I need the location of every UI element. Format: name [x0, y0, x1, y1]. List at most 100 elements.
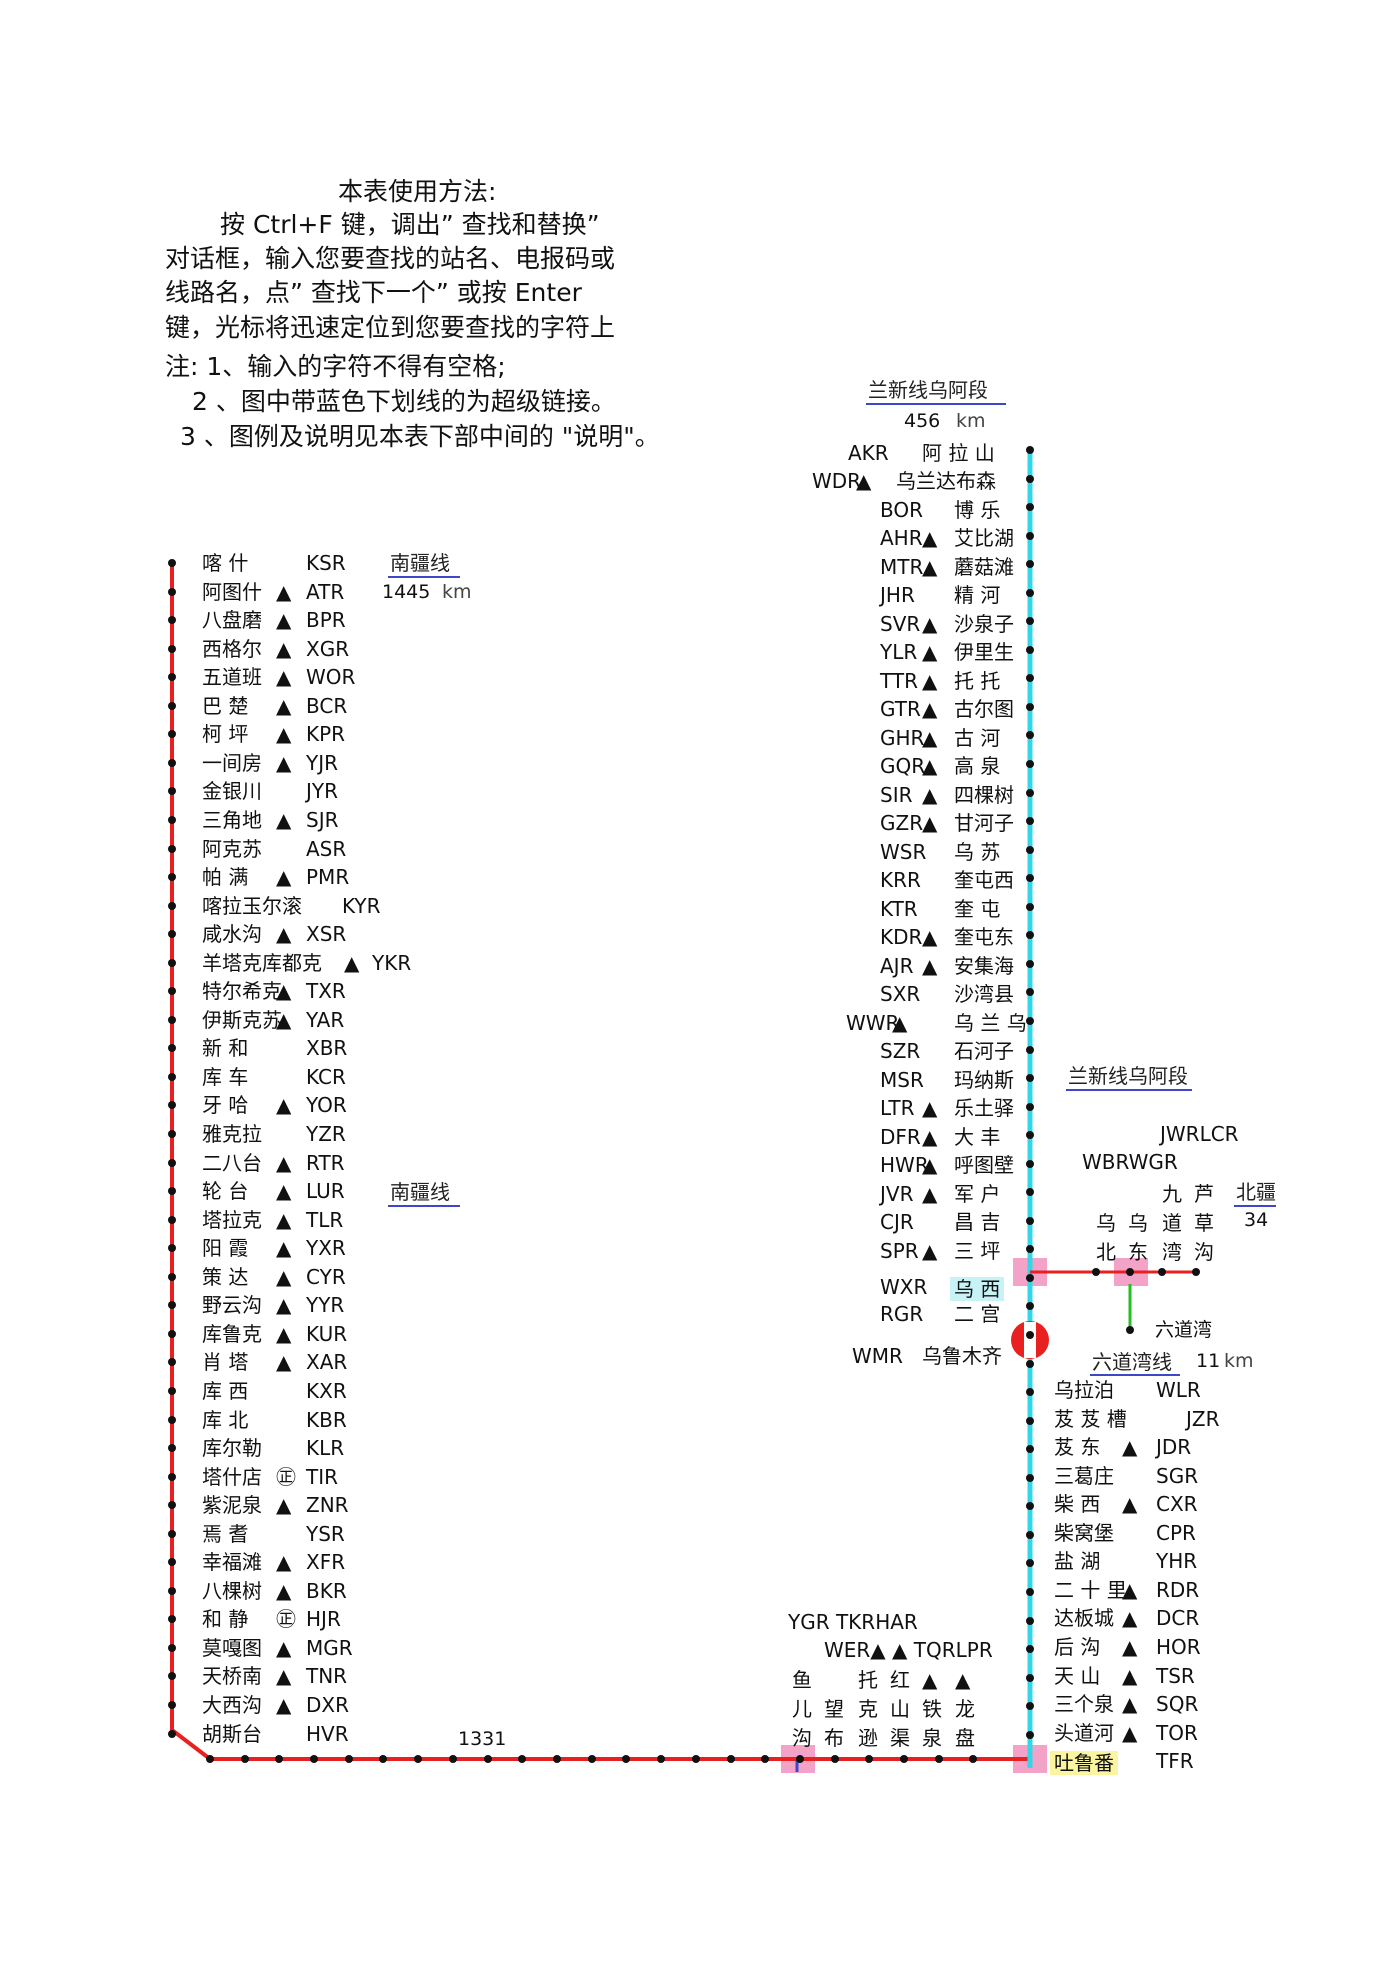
station-code: PMR — [306, 865, 350, 889]
station-dot — [1026, 703, 1034, 711]
station-name: 莫嘎图 — [202, 1636, 262, 1660]
station-code: MGR — [306, 1636, 353, 1660]
station-dot — [275, 1755, 283, 1763]
station-dot — [168, 1644, 176, 1652]
station-dot — [1026, 1274, 1034, 1282]
station-name-vertical: ▲ 龙 盘 — [955, 1668, 975, 1750]
station-dot — [168, 1273, 176, 1281]
station-code: SXR — [880, 982, 921, 1006]
station-name: 大西沟 — [202, 1693, 262, 1717]
station-dot — [796, 1755, 804, 1763]
station-name: 五道班 — [202, 665, 262, 689]
station-code: YHR — [1156, 1549, 1198, 1573]
station-dot — [1158, 1268, 1166, 1276]
triangle-icon: ▲ — [922, 526, 938, 550]
triangle-icon: ▲ — [922, 811, 938, 835]
station-dot — [345, 1755, 353, 1763]
station-dot — [518, 1755, 526, 1763]
triangle-icon: ▲ — [276, 1265, 292, 1289]
station-dot — [1026, 731, 1034, 739]
station-code: KDR — [880, 925, 923, 949]
triangle-icon: ▲ — [922, 697, 938, 721]
bottom-codes-row1: YGR TKRHAR — [788, 1610, 918, 1634]
station-name: 牙 哈 — [202, 1093, 249, 1117]
station-code: TIR — [306, 1465, 339, 1489]
branch-codes-top: JWRLCR — [1160, 1122, 1239, 1146]
triangle-icon: ▲ — [276, 722, 292, 746]
intro-paragraph-4: 键，光标将迅速定位到您要查找的字符上 — [165, 313, 616, 342]
station-code: RTR — [306, 1151, 345, 1175]
station-dot — [1026, 931, 1034, 939]
station-name: 伊里生 — [954, 640, 1014, 664]
beijiang-line-link[interactable]: 北疆 — [1236, 1180, 1276, 1204]
station-name: 阿克苏 — [202, 837, 262, 861]
station-name: 奎屯西 — [954, 868, 1014, 892]
station-name: 天桥南 — [202, 1664, 262, 1688]
station-code: JZR — [1186, 1407, 1220, 1431]
nanjiang-distance: 1445 — [382, 581, 431, 603]
branch-codes-mid: WBRWGR — [1082, 1150, 1178, 1174]
station-name: 肖 塔 — [202, 1350, 249, 1374]
station-name: 胡斯台 — [202, 1722, 262, 1746]
station-dot — [1026, 1360, 1034, 1368]
station-code: LTR — [880, 1096, 915, 1120]
station-name: 吐鲁番 — [1050, 1751, 1118, 1775]
station-dot — [168, 1530, 176, 1538]
lanxin-branch-link[interactable]: 兰新线乌阿段 — [1068, 1064, 1188, 1088]
urumqi-hub-inner — [1024, 1322, 1036, 1358]
station-dot — [168, 930, 176, 938]
triangle-icon: ▲ — [276, 751, 292, 775]
station-dot — [168, 1444, 176, 1452]
station-code: LUR — [306, 1179, 345, 1203]
intro-heading: 本表使用方法: — [338, 177, 497, 206]
station-name: 艾比湖 — [954, 526, 1014, 550]
station-name-vertical: 望 布 — [824, 1697, 844, 1750]
triangle-icon: ▲ — [1122, 1606, 1138, 1630]
station-code: XAR — [306, 1350, 348, 1374]
station-name: 塔什店 — [202, 1465, 262, 1489]
nanjiang-bottom-distance: 1331 — [458, 1728, 507, 1750]
station-dot — [692, 1755, 700, 1763]
triangle-icon: ▲ — [922, 783, 938, 807]
triangle-icon: ▲ — [344, 951, 360, 975]
lanxin-line-link[interactable]: 兰新线乌阿段 — [868, 378, 988, 402]
station-name: 一间房 — [202, 751, 262, 775]
station-dot — [1026, 874, 1034, 882]
triangle-icon: ▲ — [922, 612, 938, 636]
station-name: 库尔勒 — [202, 1436, 262, 1460]
station-dot — [1026, 760, 1034, 768]
station-code: WSR — [880, 840, 927, 864]
triangle-icon: ▲ — [276, 1208, 292, 1232]
station-dot — [168, 1301, 176, 1309]
station-name: 呼图壁 — [954, 1153, 1014, 1177]
station-code: KTR — [880, 897, 918, 921]
station-code: KRR — [880, 868, 921, 892]
station-code: RDR — [1156, 1578, 1200, 1602]
station-name: 喀拉玉尔滚 — [202, 894, 302, 918]
station-dot — [1026, 1502, 1034, 1510]
triangle-icon: ▲ — [856, 469, 872, 493]
station-code: GTR — [880, 697, 921, 721]
station-dot — [1026, 1588, 1034, 1596]
triangle-icon: ▲ — [276, 1293, 292, 1317]
station-code: XFR — [306, 1550, 346, 1574]
station-jiudaowan: 九 道 湾 — [1162, 1182, 1182, 1264]
triangle-icon: ▲ — [276, 808, 292, 832]
nanjiang-line-link-2[interactable]: 南疆线 — [390, 1180, 450, 1204]
station-code: MTR — [880, 555, 924, 579]
station-name: 伊斯克苏 — [202, 1008, 282, 1032]
triangle-icon: ▲ — [276, 865, 292, 889]
triangle-icon: ▲ — [276, 580, 292, 604]
station-code: WOR — [306, 665, 356, 689]
station-code: TOR — [1156, 1721, 1198, 1745]
station-dot — [1026, 1074, 1034, 1082]
station-dot — [168, 616, 176, 624]
station-code: SZR — [880, 1039, 921, 1063]
nanjiang-line-link[interactable]: 南疆线 — [390, 551, 450, 575]
station-name: 阳 霞 — [202, 1236, 249, 1260]
station-name: 金银川 — [202, 779, 262, 803]
station-name: 乌兰达布森 — [896, 469, 996, 493]
liudaowan-line-link[interactable]: 六道湾线 — [1092, 1350, 1172, 1374]
station-dot — [1026, 1017, 1034, 1025]
